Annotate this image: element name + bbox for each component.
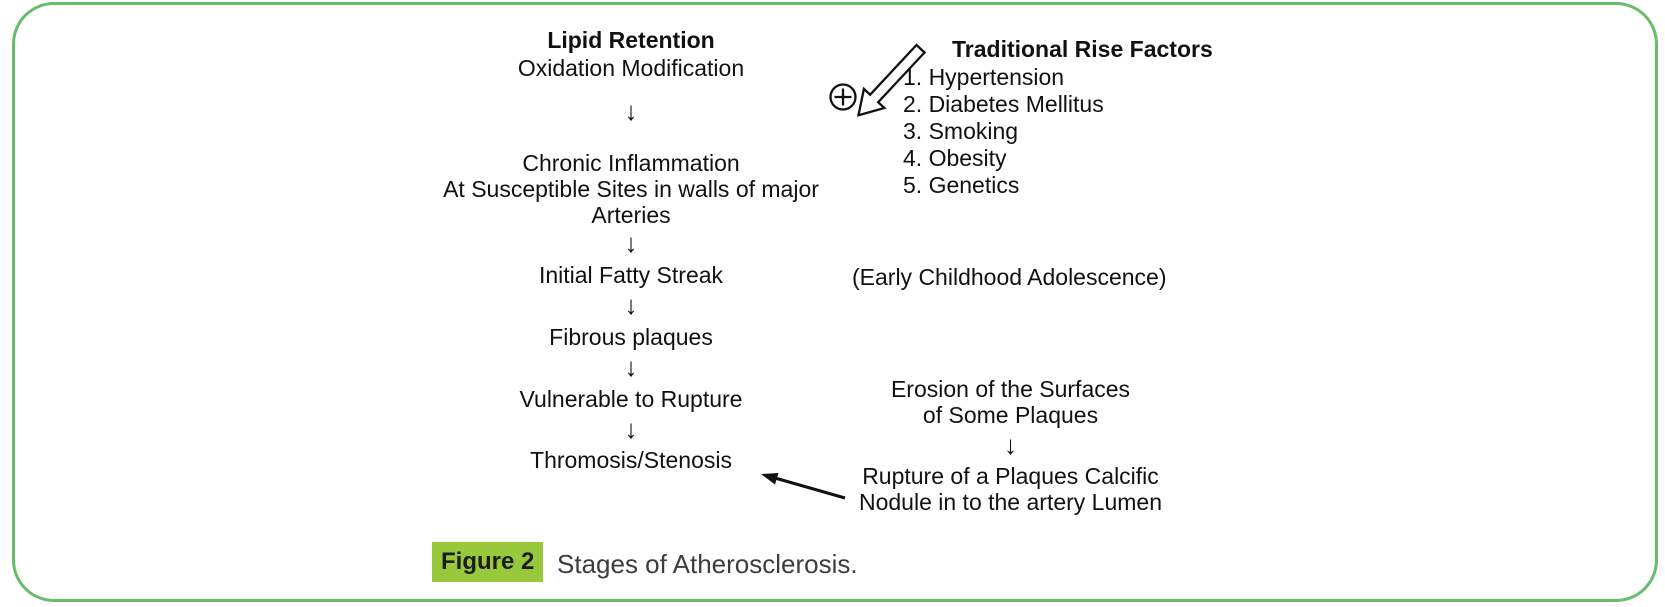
down-arrow-icon: ↓ xyxy=(624,352,638,382)
risk-factor-item: 2. Diabetes Mellitus xyxy=(903,91,1104,117)
figure-caption-text: Stages of Atherosclerosis. xyxy=(557,549,858,579)
down-arrow-icon: ↓ xyxy=(624,228,638,258)
down-arrow-icon: ↓ xyxy=(1004,430,1017,460)
risk-factor-item: 1. Hypertension xyxy=(903,64,1065,90)
flow-step-chronic-line3: Arteries xyxy=(591,202,671,228)
down-arrow-icon: ↓ xyxy=(624,96,638,126)
flow-step-thrombosis: Thromosis/Stenosis xyxy=(530,447,732,473)
flow-step-fatty-streak: Initial Fatty Streak xyxy=(538,262,724,288)
plus-circle-icon xyxy=(829,83,857,111)
figure-frame xyxy=(12,2,1658,602)
erosion-line1: Erosion of the Surfaces xyxy=(890,376,1131,402)
flow-step-fibrous-plaques: Fibrous plaques xyxy=(549,324,713,350)
risk-factors-heading: Traditional Rise Factors xyxy=(952,36,1213,62)
right-flow-column: Erosion of the Surfaces of Some Plaques … xyxy=(858,376,1163,515)
down-arrow-icon: ↓ xyxy=(624,414,638,444)
risk-factor-item: 3. Smoking xyxy=(903,118,1019,144)
risk-factor-item: 5. Genetics xyxy=(903,172,1020,198)
erosion-line2: of Some Plaques xyxy=(922,402,1099,428)
flow-step-chronic-line1: Chronic Inflammation xyxy=(522,150,740,176)
risk-factors-list: 1. Hypertension 2. Diabetes Mellitus 3. … xyxy=(903,64,1104,199)
age-note: (Early Childhood Adolescence) xyxy=(852,264,1167,290)
down-arrow-icon: ↓ xyxy=(624,290,638,320)
figure-label-text: Figure 2 xyxy=(441,548,535,575)
rupture-line2: Nodule in to the artery Lumen xyxy=(858,489,1162,515)
rupture-line1: Rupture of a Plaques Calcific xyxy=(862,463,1159,489)
flow-heading: Lipid Retention xyxy=(547,27,715,53)
block-arrow-icon xyxy=(856,43,927,117)
flow-subheading: Oxidation Modification xyxy=(517,55,745,81)
figure-label-badge: Figure 2 xyxy=(432,542,544,582)
flow-step-chronic-line2: At Susceptible Sites in walls of major xyxy=(443,176,819,202)
pointer-arrow-icon xyxy=(761,473,846,500)
risk-factor-item: 4. Obesity xyxy=(903,145,1007,171)
flow-step-vulnerable: Vulnerable to Rupture xyxy=(519,386,743,412)
